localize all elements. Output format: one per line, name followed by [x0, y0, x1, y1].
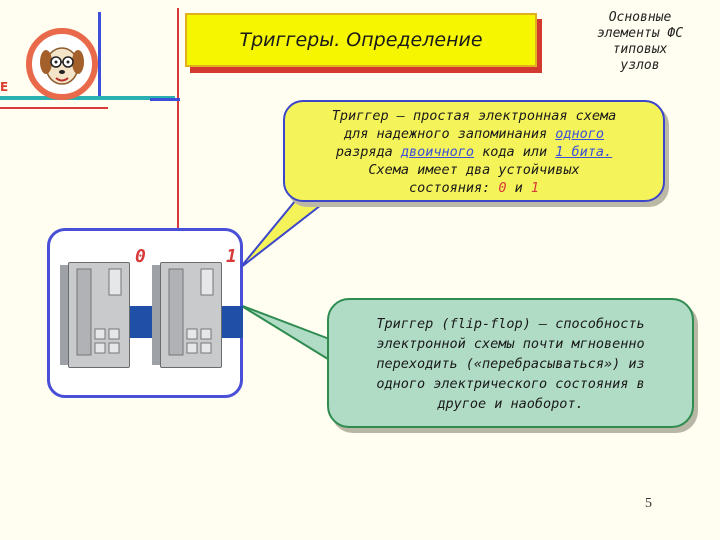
- decorative-vertical-red-line: [177, 8, 179, 308]
- definition-highlight-binary: двоичного: [400, 144, 474, 160]
- definition-callout: Триггер – простая электронная схема для …: [283, 100, 665, 202]
- definition-highlight-one: одного: [555, 126, 605, 142]
- definition-state-zero: 0: [498, 180, 507, 196]
- flipflop-line: другое и наоборот.: [437, 396, 584, 412]
- logo-letter: E: [0, 80, 9, 94]
- cabinet-left-side: [60, 265, 70, 365]
- flipflop-line: переходить («перебрасываться») из: [376, 356, 645, 372]
- dog-mascot-logo: [26, 28, 98, 100]
- server-cabinet-right: [160, 262, 222, 368]
- flipflop-callout-pointer: [239, 304, 338, 367]
- decorative-horizontal-teal-line: [0, 96, 175, 100]
- definition-line: Триггер – простая электронная схема: [331, 108, 617, 124]
- definition-line: Схема имеет два устойчивых: [368, 162, 580, 178]
- definition-highlight-bit: 1 бита.: [555, 144, 613, 160]
- decorative-vertical-blue-line: [98, 12, 101, 100]
- definition-line: состояния: 0 и 1: [293, 179, 655, 197]
- definition-text: состояния:: [408, 180, 499, 196]
- definition-callout-pointer: [239, 193, 333, 269]
- caption-line: узлов: [620, 58, 660, 73]
- flipflop-line: одного электрического состояния в: [376, 376, 645, 392]
- caption-line: элементы ФС: [596, 26, 684, 41]
- state-zero-label: 0: [135, 246, 146, 267]
- decorative-horizontal-blue-line: [150, 98, 180, 101]
- server-cabinet-left: [68, 262, 130, 368]
- decorative-horizontal-red-line: [0, 107, 108, 109]
- page-number: 5: [645, 496, 652, 511]
- caption-line: типовых: [612, 42, 668, 57]
- section-caption: Основные элементы ФС типовых узлов: [560, 10, 720, 74]
- caption-line: Основные: [608, 10, 672, 25]
- flipflop-callout: Триггер (flip-flop) – способность электр…: [327, 298, 694, 428]
- definition-state-one: 1: [530, 180, 540, 196]
- cabinet-right-side: [152, 265, 162, 365]
- flipflop-line: электронной схемы почти мгновенно: [376, 336, 645, 352]
- dog-face-icon: [40, 47, 84, 85]
- state-one-label: 1: [226, 246, 237, 267]
- slide-title: Триггеры. Определение: [185, 13, 537, 67]
- definition-text: кода или: [474, 144, 556, 160]
- definition-text: для надежного запоминания: [343, 126, 556, 142]
- cabinet-panel-icon: [76, 268, 122, 356]
- definition-line: разряда двоичного кода или 1 бита.: [293, 143, 655, 161]
- cabinet-panel-icon: [168, 268, 214, 356]
- definition-text: и: [506, 180, 531, 196]
- definition-text: разряда: [335, 144, 401, 160]
- definition-line: для надежного запоминания одного: [293, 125, 655, 143]
- flipflop-line: Триггер (flip-flop) – способность: [376, 316, 645, 332]
